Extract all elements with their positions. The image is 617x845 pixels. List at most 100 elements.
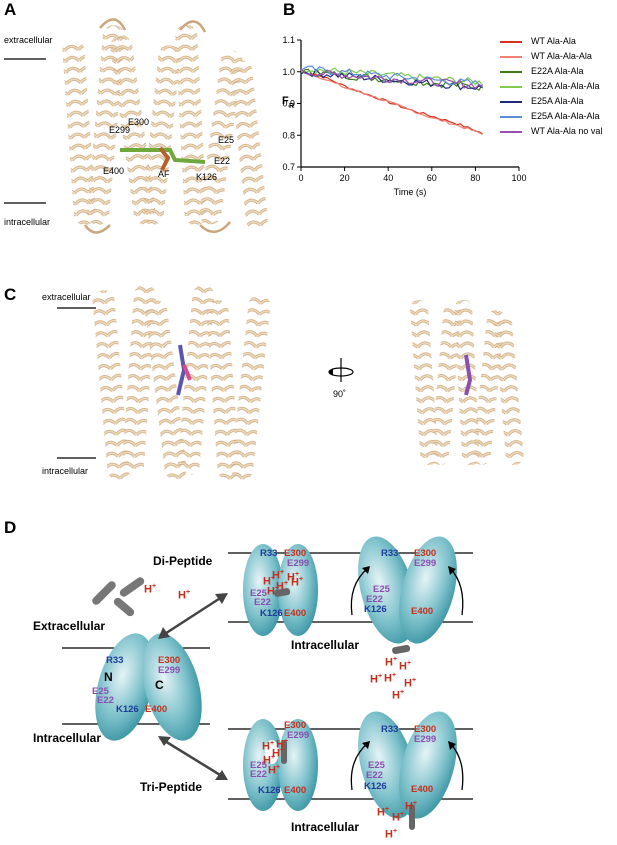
proton: H+ xyxy=(263,754,276,767)
proton: H+ xyxy=(392,811,405,824)
rotation-icon xyxy=(328,358,354,382)
rotation-label: 90˚ xyxy=(333,389,347,399)
proton: H+ xyxy=(178,589,191,602)
proton: H+ xyxy=(144,583,157,596)
proton: H+ xyxy=(399,660,412,673)
res-e300-left: E300 xyxy=(158,655,181,666)
panel-d-schematic xyxy=(62,536,473,830)
x-tick-label: 80 xyxy=(470,173,480,183)
panel-a-label: A xyxy=(4,0,17,19)
legend-swatch xyxy=(500,41,522,43)
legend-item: E22A Ala-Ala-Ala xyxy=(531,81,600,91)
series-line-wt-ala-ala-ala xyxy=(300,70,483,136)
y-tick-label: 1.0 xyxy=(282,67,295,77)
legend-item: E25A Ala-Ala xyxy=(531,96,584,106)
res-e400-left: E400 xyxy=(145,704,168,715)
extracellular-label-d: Extracellular xyxy=(33,619,106,633)
y-axis-label-sub: R xyxy=(289,103,294,110)
extracellular-label-a: extracellular xyxy=(4,35,53,45)
res-r33-tt2: R33 xyxy=(381,724,399,735)
res-e299-tt1: E299 xyxy=(287,730,310,741)
proton: H+ xyxy=(385,656,398,669)
proton: H+ xyxy=(276,738,289,751)
c-term-label: C xyxy=(155,678,164,692)
series-line-e25a-ala-ala-ala xyxy=(300,65,483,88)
res-e22-dt2: E22 xyxy=(366,594,383,605)
proton: H+ xyxy=(272,569,285,582)
res-e400-tt1: E400 xyxy=(284,785,307,796)
legend-swatch xyxy=(500,131,522,133)
panel-d-label: D xyxy=(4,518,17,537)
res-e25-tt2: E25 xyxy=(368,760,385,771)
residue-e299-a: E299 xyxy=(109,125,131,135)
legend-swatch xyxy=(500,101,522,103)
series-line-e22a-ala-ala-ala xyxy=(300,67,484,86)
residue-e22-a: E22 xyxy=(214,156,231,166)
res-r33-dt1: R33 xyxy=(260,548,278,559)
res-r33-dt2: R33 xyxy=(381,548,399,559)
tripeptide-label: Tri-Peptide xyxy=(140,780,203,794)
proton: H+ xyxy=(291,576,304,589)
legend-swatch xyxy=(500,116,522,118)
legend-item: E22A Ala-Ala xyxy=(531,66,584,76)
res-k126-dt2: K126 xyxy=(364,604,387,615)
res-e299-dt1: E299 xyxy=(287,558,310,569)
panel-c-label: C xyxy=(4,285,17,304)
residue-e25-a: E25 xyxy=(218,135,235,145)
proton: H+ xyxy=(385,828,398,841)
x-tick-label: 20 xyxy=(340,173,350,183)
dipeptide-label: Di-Peptide xyxy=(153,554,213,568)
n-term-label: N xyxy=(104,670,113,684)
legend-item: WT Ala-Ala no val xyxy=(531,126,603,136)
panel-c-protein-left xyxy=(92,285,271,480)
y-tick-label: 0.9 xyxy=(282,99,295,109)
proton: H+ xyxy=(263,575,276,588)
proton: H+ xyxy=(272,747,285,760)
res-e299-tt2: E299 xyxy=(414,734,437,745)
y-axis-label: F xyxy=(282,95,289,107)
series-line-wt-ala-ala-no-val xyxy=(300,68,483,90)
legend-swatch xyxy=(500,71,522,73)
residue-e300-a: E300 xyxy=(128,117,150,127)
series-line-wt-ala-ala xyxy=(300,71,483,135)
res-e22-tt2: E22 xyxy=(366,770,383,781)
proton: H+ xyxy=(267,585,280,598)
y-tick-label: 0.8 xyxy=(282,130,295,140)
intracellular-label-c: intracellular xyxy=(42,466,89,476)
proton: H+ xyxy=(377,806,390,819)
residue-e400-a: E400 xyxy=(103,166,125,176)
res-e299-dt2: E299 xyxy=(414,558,437,569)
intracellular-label-d-left: Intracellular xyxy=(33,731,102,745)
panel-a-protein xyxy=(62,18,268,234)
res-k126-tt1: K126 xyxy=(258,785,281,796)
res-e400-tt2: E400 xyxy=(411,784,434,795)
x-tick-label: 100 xyxy=(511,173,526,183)
res-e25-left: E25 xyxy=(92,686,109,697)
res-e300-tt2: E300 xyxy=(414,724,437,735)
ligand-af-a: AF xyxy=(158,169,170,179)
intracellular-label-a: intracellular xyxy=(4,217,51,227)
intracellular-label-d-top: Intracellular xyxy=(291,638,360,652)
residue-k126-a: K126 xyxy=(196,172,218,182)
res-e300-tt1: E300 xyxy=(284,720,307,731)
res-k126-tt2: K126 xyxy=(364,781,387,792)
res-e299-left: E299 xyxy=(158,665,181,676)
proton: H+ xyxy=(287,571,300,584)
legend-item: WT Ala-Ala xyxy=(531,36,576,46)
series-line-e22a-ala-ala xyxy=(300,68,484,92)
proton: H+ xyxy=(405,800,418,813)
x-tick-label: 0 xyxy=(298,173,303,183)
x-tick-label: 60 xyxy=(427,173,437,183)
y-tick-label: 1.1 xyxy=(282,35,295,45)
intracellular-label-d-bottom: Intracellular xyxy=(291,820,360,834)
res-e400-dt2: E400 xyxy=(411,606,434,617)
proton: H+ xyxy=(370,673,383,686)
extracellular-label-c: extracellular xyxy=(42,292,91,302)
proton: H+ xyxy=(276,580,289,593)
res-k126-dt1: K126 xyxy=(260,608,283,619)
proton: H+ xyxy=(262,740,275,753)
proton: H+ xyxy=(392,689,405,702)
